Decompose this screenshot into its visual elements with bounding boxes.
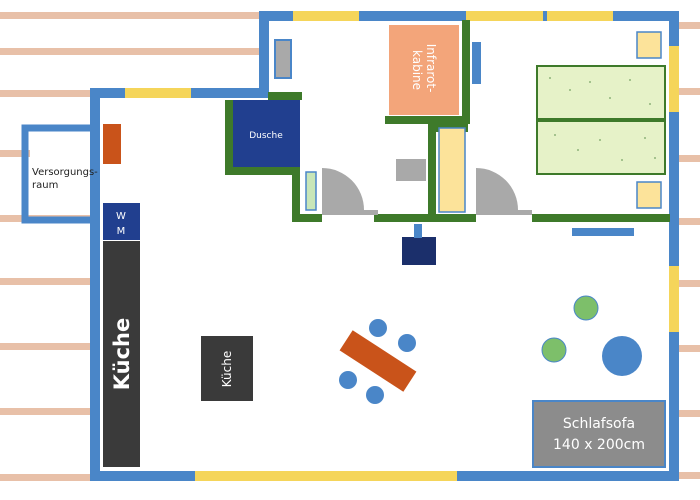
infrared-cabin bbox=[389, 25, 459, 115]
washing-machine-label-1: W bbox=[116, 211, 126, 222]
dining-chairs bbox=[339, 319, 416, 404]
washing-machine bbox=[103, 203, 140, 240]
washing-machine-label-2: M bbox=[117, 226, 126, 237]
sofa-bed-label-2: 140 x 200cm bbox=[553, 437, 645, 453]
toilet bbox=[396, 159, 426, 181]
sofa-bed bbox=[532, 400, 666, 468]
shower bbox=[233, 100, 300, 167]
door-swings bbox=[322, 168, 532, 215]
infrared-line-1: Infrarot- bbox=[424, 44, 438, 93]
shower-label: Dusche bbox=[249, 131, 283, 141]
round-table bbox=[602, 336, 642, 376]
wall-shelf-living bbox=[572, 228, 634, 236]
windows bbox=[125, 11, 679, 481]
versorgungsraum-annex bbox=[21, 124, 99, 224]
nightstand-bottom bbox=[636, 181, 662, 209]
versorgungsraum-label-2: raum bbox=[32, 180, 58, 191]
electric-box bbox=[103, 124, 121, 164]
kitchen-island bbox=[201, 336, 253, 401]
sofa-bed-label-1: Schlafsofa bbox=[563, 416, 635, 432]
kitchen-counter bbox=[103, 241, 140, 467]
wall-shelf-bath bbox=[472, 42, 481, 84]
dining-table bbox=[339, 330, 417, 392]
armchair-left bbox=[541, 337, 567, 363]
towel-rail bbox=[305, 171, 317, 211]
sauna-bench bbox=[438, 127, 466, 213]
versorgungsraum-label-1: Versorgungs- bbox=[32, 167, 98, 178]
kitchen-counter-label: Küche bbox=[110, 318, 134, 391]
tv-unit bbox=[402, 237, 436, 265]
bed-texture bbox=[549, 77, 656, 161]
tv-stand bbox=[414, 224, 422, 238]
bed-bottom bbox=[536, 120, 666, 175]
terrace-stripes bbox=[0, 12, 700, 481]
armchair-top bbox=[573, 295, 599, 321]
kitchen-island-label: Küche bbox=[220, 351, 234, 387]
infrared-cabin-label: Infrarot- kabine bbox=[410, 44, 438, 97]
bath-cabinet bbox=[274, 39, 292, 79]
nightstand-top bbox=[636, 31, 662, 59]
bed-top bbox=[536, 65, 666, 120]
infrared-line-2: kabine bbox=[410, 50, 424, 90]
